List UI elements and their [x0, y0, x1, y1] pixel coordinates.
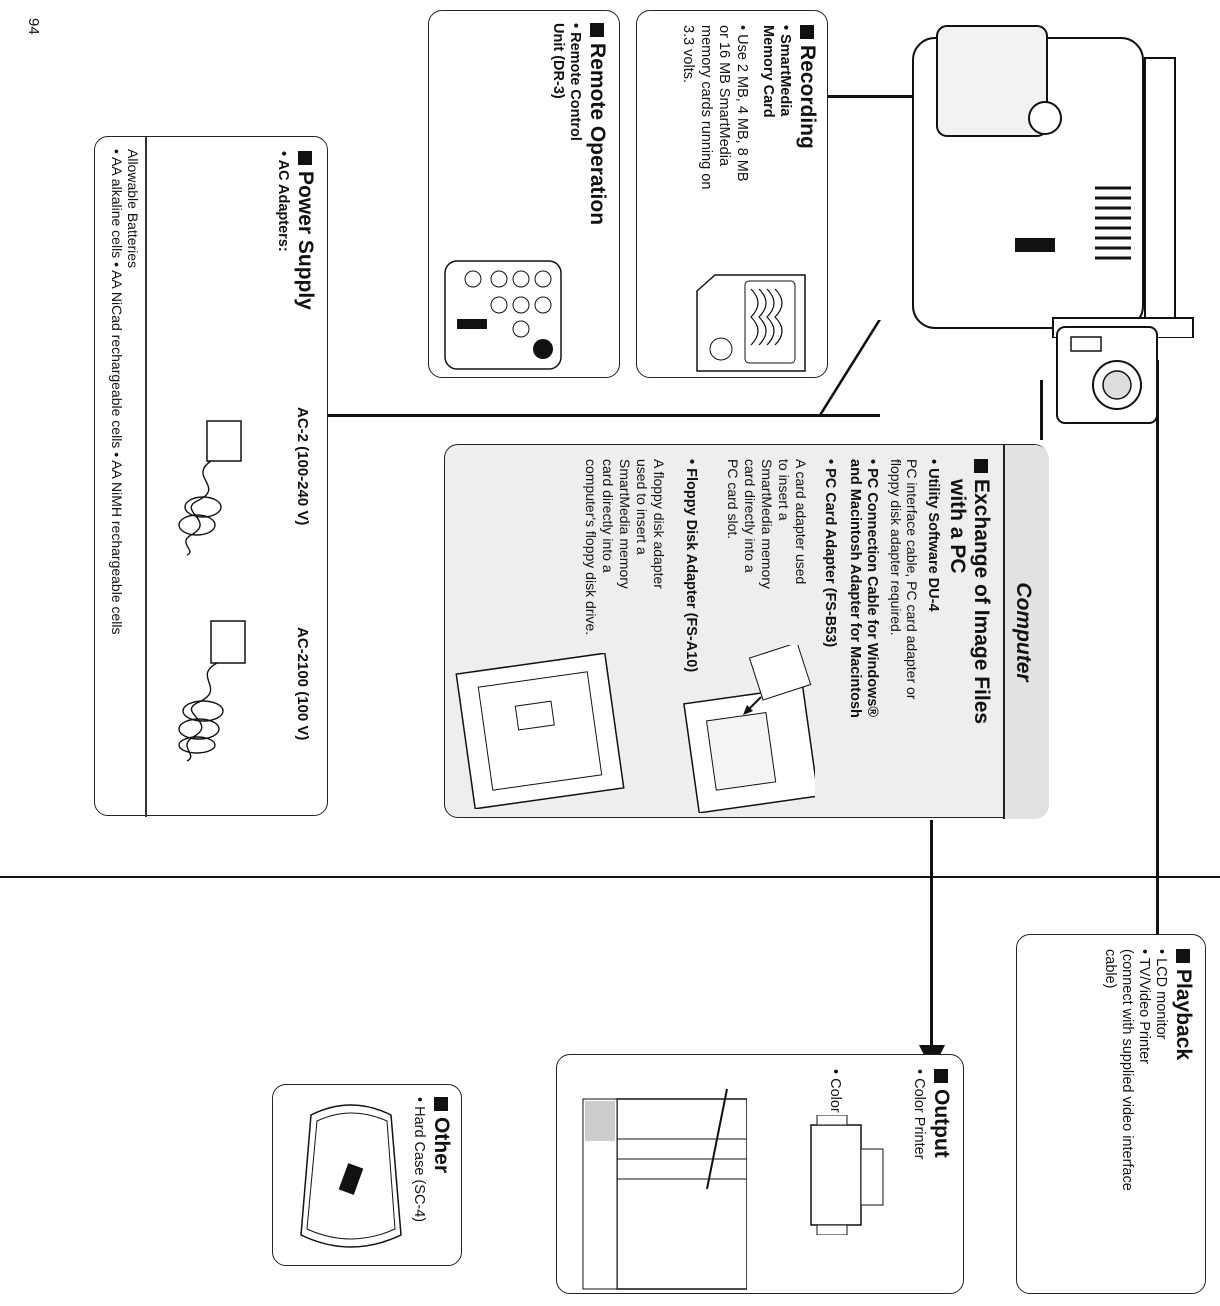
pc-card-adapter-illustration — [683, 645, 815, 813]
utility-desc: PC interface cable, PC card adapter or f… — [888, 459, 920, 700]
floppy-disk-adapter-illustration — [455, 653, 625, 809]
connector-power-h — [324, 414, 880, 417]
remote-title: Remote Operation — [586, 43, 609, 226]
remote-operation-box: Remote Operation • Remote Control Unit (… — [428, 10, 620, 378]
output-item-printer: • Color Printer — [911, 1069, 927, 1160]
color-copier-illustration — [582, 1088, 747, 1290]
connector-computer — [1040, 380, 1043, 440]
recording-title: Recording — [796, 45, 819, 149]
computer-box: Computer Exchange of Image Files with a … — [444, 444, 1049, 819]
hard-case-illustration — [300, 1104, 402, 1248]
batteries-divider — [145, 137, 147, 817]
playback-title: Playback — [1172, 969, 1195, 1061]
playback-items: • LCD monitor • TV/Video Printer (connec… — [1102, 949, 1169, 1191]
adapter-ac2100-illustration — [178, 620, 246, 762]
pc-card-adapter: • PC Card Adapter (FS-B53) — [822, 459, 838, 648]
other-item: • Hard Case (SC-4) — [411, 1097, 427, 1223]
remote-control-illustration — [444, 260, 562, 370]
camera-lens-illustration — [1055, 325, 1165, 425]
adapter-ac2-illustration — [178, 420, 242, 556]
connector-recording — [822, 95, 962, 98]
pc-connection-cable: • PC Connection Cable for Windows® and M… — [847, 459, 880, 718]
connector-playback — [1156, 360, 1159, 935]
power-title: Power Supply — [294, 171, 317, 310]
camera-illustration — [895, 18, 1195, 339]
adapter-ac2100-label: AC-2100 (100 V) — [294, 627, 311, 741]
pc-card-desc: A card adapter used to insert a SmartMed… — [725, 459, 809, 589]
other-title: Other — [430, 1117, 453, 1174]
smartmedia-card-illustration — [696, 274, 806, 372]
connector-computer-down — [930, 820, 933, 1048]
power-item: • AC Adapters: — [275, 151, 291, 252]
output-box: Output • Color Printer • Color Copier — [556, 1054, 964, 1294]
adapter-ac2-label: AC-2 (100-240 V) — [294, 407, 311, 526]
playback-box: Playback • LCD monitor • TV/Video Printe… — [1016, 934, 1206, 1294]
batteries-label: Allowable Batteries — [125, 149, 141, 269]
batteries-list: • AA alkaline cells • AA NiCad rechargea… — [109, 149, 125, 635]
divider-line — [0, 876, 1220, 878]
computer-title: Exchange of Image Files with a PC — [946, 479, 993, 725]
page-number: 94 — [25, 18, 42, 35]
recording-box: Recording • SmartMedia Memory Card • Use… — [636, 10, 828, 378]
other-box: Other • Hard Case (SC-4) — [272, 1084, 462, 1266]
utility-software: • Utility Software DU-4 — [925, 459, 941, 612]
power-supply-box: Power Supply • AC Adapters: AC-2 (100-24… — [94, 136, 328, 817]
computer-header: Computer — [1012, 582, 1035, 682]
color-printer-illustration — [810, 1115, 884, 1235]
output-title: Output — [930, 1089, 953, 1158]
